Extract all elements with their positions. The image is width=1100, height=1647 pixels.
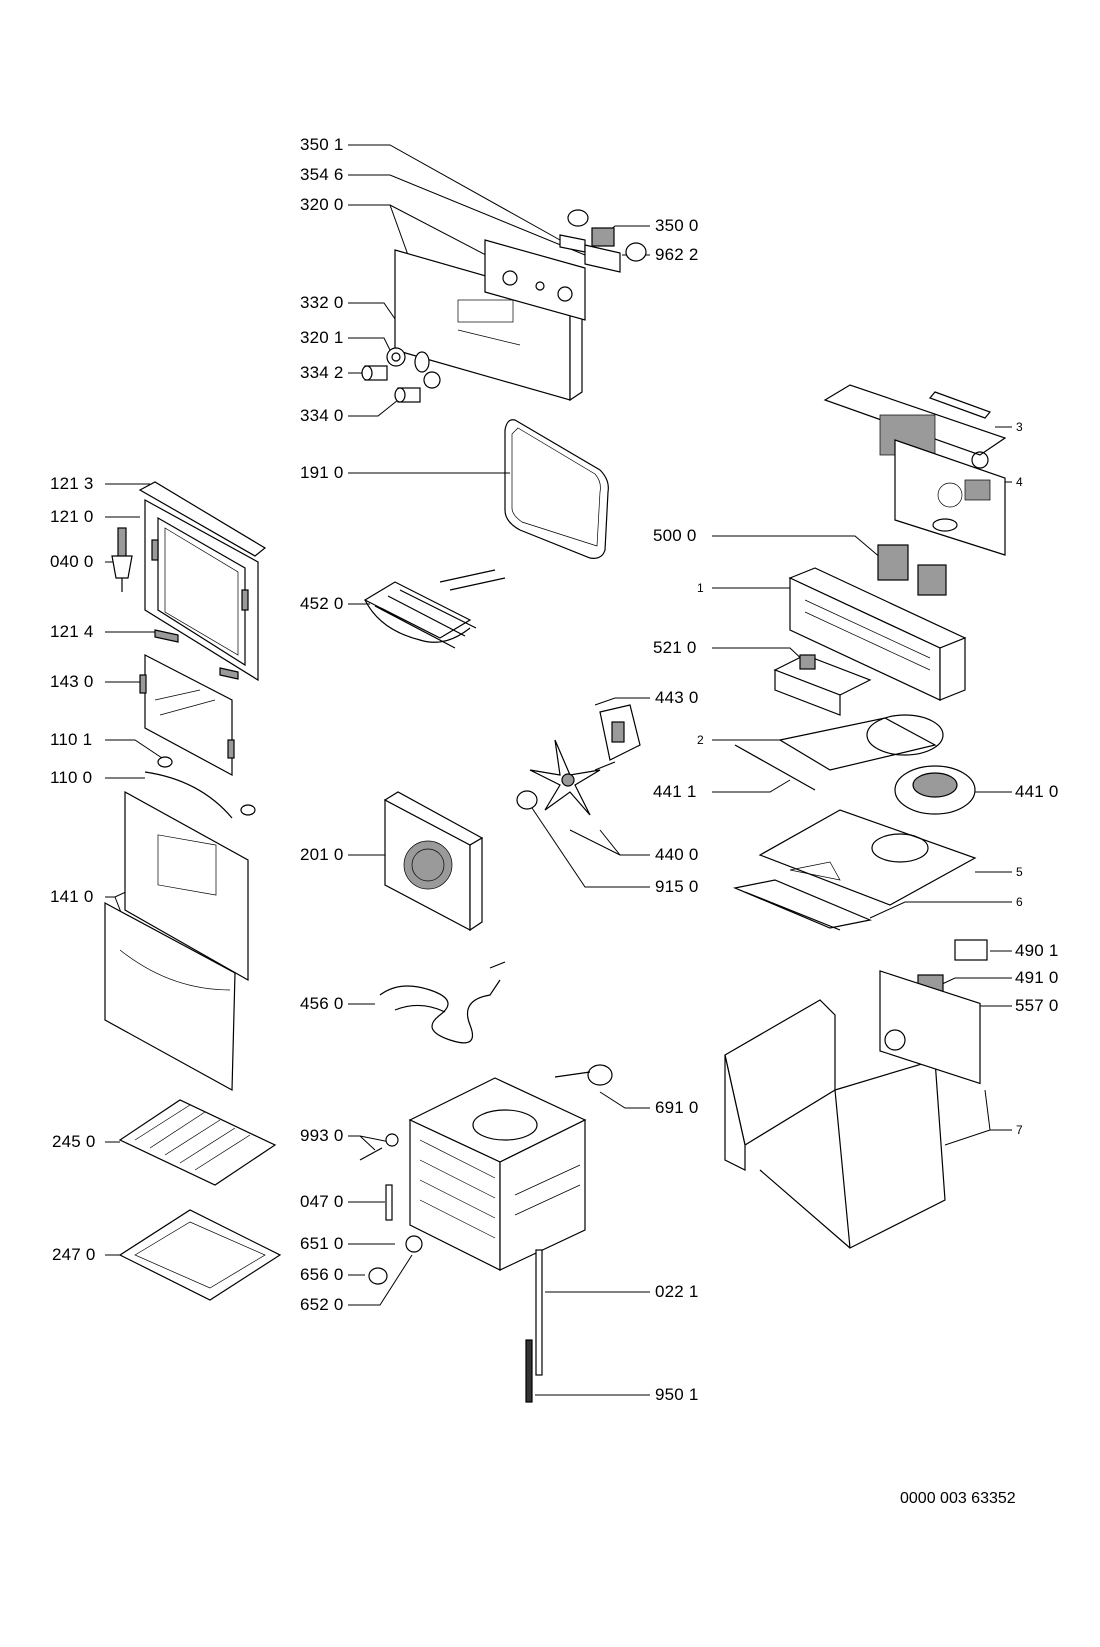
display-module-part xyxy=(559,209,647,273)
label-3: 3 xyxy=(1016,420,1023,434)
label-350-0: 350 0 xyxy=(655,216,699,235)
door-frame-part xyxy=(138,481,267,682)
label-022-1: 022 1 xyxy=(655,1282,699,1301)
label-491-0: 491 0 xyxy=(1015,968,1059,987)
label-354-6: 354 6 xyxy=(300,165,344,184)
label-350-1: 350 1 xyxy=(300,135,344,154)
label-110-1: 110 1 xyxy=(50,730,93,749)
label-993-0: 993 0 xyxy=(300,1126,344,1145)
label-334-0: 334 0 xyxy=(300,406,344,425)
label-5: 5 xyxy=(1016,865,1023,879)
grill-element-part xyxy=(363,569,506,649)
document-number: 0000 003 63352 xyxy=(900,1490,1016,1507)
label-245-0: 245 0 xyxy=(52,1132,96,1151)
motor-bracket-part xyxy=(734,714,976,815)
label-490-1: 490 1 xyxy=(1015,941,1059,960)
label-332-0: 332 0 xyxy=(300,293,344,312)
label-440-0: 440 0 xyxy=(655,845,699,864)
label-691-0: 691 0 xyxy=(655,1098,699,1117)
lamp-parts xyxy=(359,1133,423,1285)
label-443-0: 443 0 xyxy=(655,688,699,707)
fan-cover-part xyxy=(383,791,484,932)
knob-parts xyxy=(361,347,441,403)
label-040-0: 040 0 xyxy=(50,552,94,571)
label-950-1: 950 1 xyxy=(655,1385,699,1404)
front-trim-part xyxy=(732,879,873,931)
label-121-0: 121 0 xyxy=(50,507,94,526)
inner-glass-part xyxy=(139,654,235,777)
label-651-0: 651 0 xyxy=(300,1234,344,1253)
baking-tray-part xyxy=(118,1209,282,1301)
label-141-0: 141 0 xyxy=(50,887,94,906)
label-143-0: 143 0 xyxy=(50,672,94,691)
oven-cavity-part xyxy=(408,1077,587,1271)
label-334-2: 334 2 xyxy=(300,363,344,382)
top-cover-part xyxy=(823,384,1007,556)
label-047-0: 047 0 xyxy=(300,1192,344,1211)
label-656-0: 656 0 xyxy=(300,1265,344,1284)
label-4: 4 xyxy=(1016,475,1023,489)
label-915-0: 915 0 xyxy=(655,877,699,896)
label-2: 2 xyxy=(697,733,704,747)
label-110-0: 110 0 xyxy=(50,768,93,787)
hinge-part xyxy=(111,527,133,592)
cooling-duct-part xyxy=(788,544,967,701)
label-7: 7 xyxy=(1016,1123,1023,1137)
door-gasket-part xyxy=(504,419,609,559)
label-500-0: 500 0 xyxy=(653,526,697,545)
door-rail-part xyxy=(154,629,239,680)
label-247-0: 247 0 xyxy=(52,1245,96,1264)
label-6: 6 xyxy=(1016,895,1023,909)
label-652-0: 652 0 xyxy=(300,1295,344,1314)
label-121-4: 121 4 xyxy=(50,622,94,641)
label-320-0: 320 0 xyxy=(300,195,344,214)
label-441-0: 441 0 xyxy=(1015,782,1059,801)
fan-motor-part xyxy=(516,704,641,816)
label-441-1: 441 1 xyxy=(653,782,697,801)
label-1: 1 xyxy=(697,581,704,595)
door-seal-parts xyxy=(525,1249,543,1403)
relay-board-part xyxy=(773,654,872,716)
outer-door-part xyxy=(104,756,256,1092)
control-panel-part xyxy=(394,239,586,402)
oven-shelf-part xyxy=(118,1099,277,1186)
label-557-0: 557 0 xyxy=(1015,996,1059,1015)
label-521-0: 521 0 xyxy=(653,638,697,657)
base-plate-part xyxy=(758,809,977,906)
label-962-2: 962 2 xyxy=(655,245,699,264)
label-456-0: 456 0 xyxy=(300,994,344,1013)
label-121-3: 121 3 xyxy=(50,474,94,493)
label-452-0: 452 0 xyxy=(300,594,344,613)
wiring-part xyxy=(554,1064,613,1086)
oven-casing-part xyxy=(724,970,981,1249)
label-191-0: 191 0 xyxy=(300,463,344,482)
label-320-1: 320 1 xyxy=(300,328,344,347)
label-201-0: 201 0 xyxy=(300,845,344,864)
heating-element-part xyxy=(379,961,506,1044)
